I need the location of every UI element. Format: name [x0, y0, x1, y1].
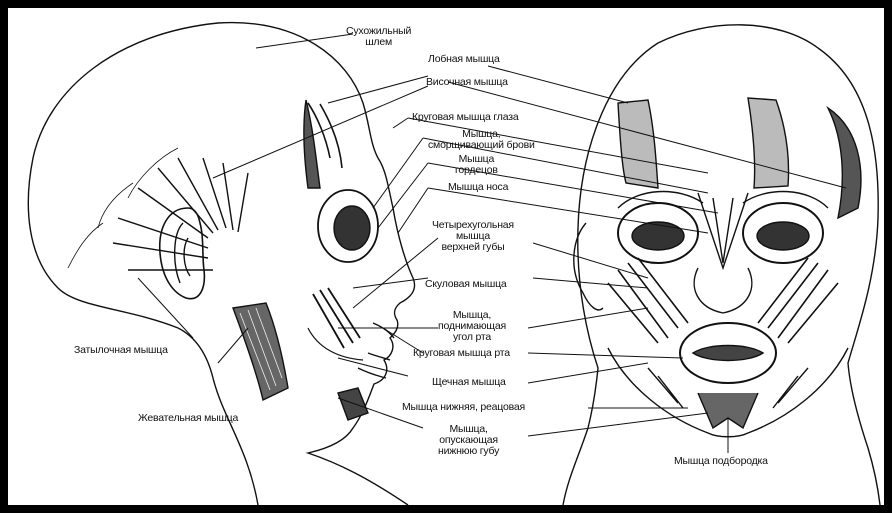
label-quadratus-labii: Четырехугольная мышца верхней губы	[432, 220, 514, 253]
label-temporalis: Височная мышца	[426, 77, 508, 88]
label-zygomaticus: Скуловая мышца	[425, 279, 507, 290]
label-orbicularis-oris: Круговая мышца рта	[413, 348, 510, 359]
label-risorius: Мышца нижняя, реацовая	[402, 402, 525, 413]
label-buccinator: Щечная мышца	[432, 377, 506, 388]
label-masseter: Жевательная мышца	[138, 413, 238, 424]
label-galea: Сухожильный шлем	[346, 26, 411, 48]
label-depressor-labii: Мышца, опускающая нижнюю губу	[438, 424, 499, 457]
label-frontalis: Лобная мышца	[428, 54, 500, 65]
label-corrugator: Мышца, сморщивающий брови	[428, 129, 535, 151]
illustration-canvas: Сухожильный шлем Лобная мышца Височная м…	[8, 8, 884, 505]
label-occipitalis: Затылочная мышца	[74, 345, 168, 356]
label-orbicularis-oculi: Круговая мышца глаза	[412, 112, 519, 123]
label-procerus: Мышца гордецов	[455, 154, 498, 176]
label-nasalis: Мышца носа	[448, 182, 508, 193]
label-levator-anguli: Мышца, поднимающая угол рта	[438, 310, 506, 343]
label-mentalis: Мышца подбородка	[674, 456, 768, 467]
frontal-head	[563, 25, 880, 505]
